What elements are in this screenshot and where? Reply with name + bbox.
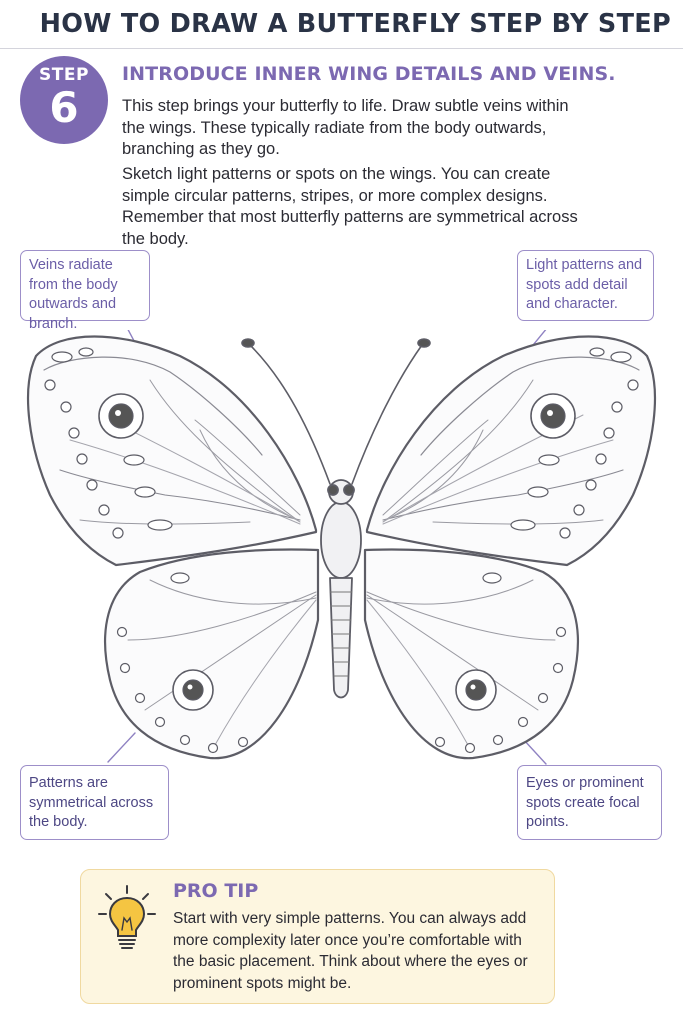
pro-tip-text: Start with very simple patterns. You can…	[173, 910, 528, 992]
callout-symmetry: Patterns are symmetrical across the body…	[20, 765, 169, 840]
left-hindwing-eyespot	[172, 669, 214, 711]
step-paragraph-2: Sketch light patterns or spots on the wi…	[122, 165, 578, 248]
left-forewing-eyespot	[98, 393, 144, 439]
left-hindwing	[104, 548, 320, 760]
callout-veins: Veins radiate from the body outwards and…	[20, 250, 150, 332]
right-forewing	[365, 335, 656, 567]
pro-tip-title: PRO TIP	[173, 880, 259, 902]
callout-eyespots: Eyes or prominent spots create focal poi…	[517, 765, 662, 840]
step-paragraph-1: This step brings your butterfly to life.…	[122, 97, 569, 158]
step-number: 6	[49, 83, 79, 132]
butterfly-illustration	[27, 330, 656, 765]
pro-tip-box: PRO TIP Start with very simple patterns.…	[80, 869, 555, 1004]
page-title: HOW TO DRAW A BUTTERFLY STEP BY STEP	[39, 9, 671, 39]
right-hindwing	[363, 548, 579, 760]
butterfly-body	[320, 479, 362, 699]
right-hindwing-eyespot	[455, 669, 497, 711]
step-badge: STEP 6	[20, 56, 108, 144]
callout-patterns: Light patterns and spots add detail and …	[517, 250, 654, 321]
antennae	[241, 338, 431, 485]
left-forewing	[27, 335, 318, 567]
title-divider	[0, 48, 683, 49]
step-heading: INTRODUCE INNER WING DETAILS AND VEINS.	[122, 63, 616, 85]
step-label: STEP	[39, 65, 89, 85]
right-forewing-eyespot	[530, 393, 576, 439]
lightbulb-icon	[98, 885, 156, 949]
